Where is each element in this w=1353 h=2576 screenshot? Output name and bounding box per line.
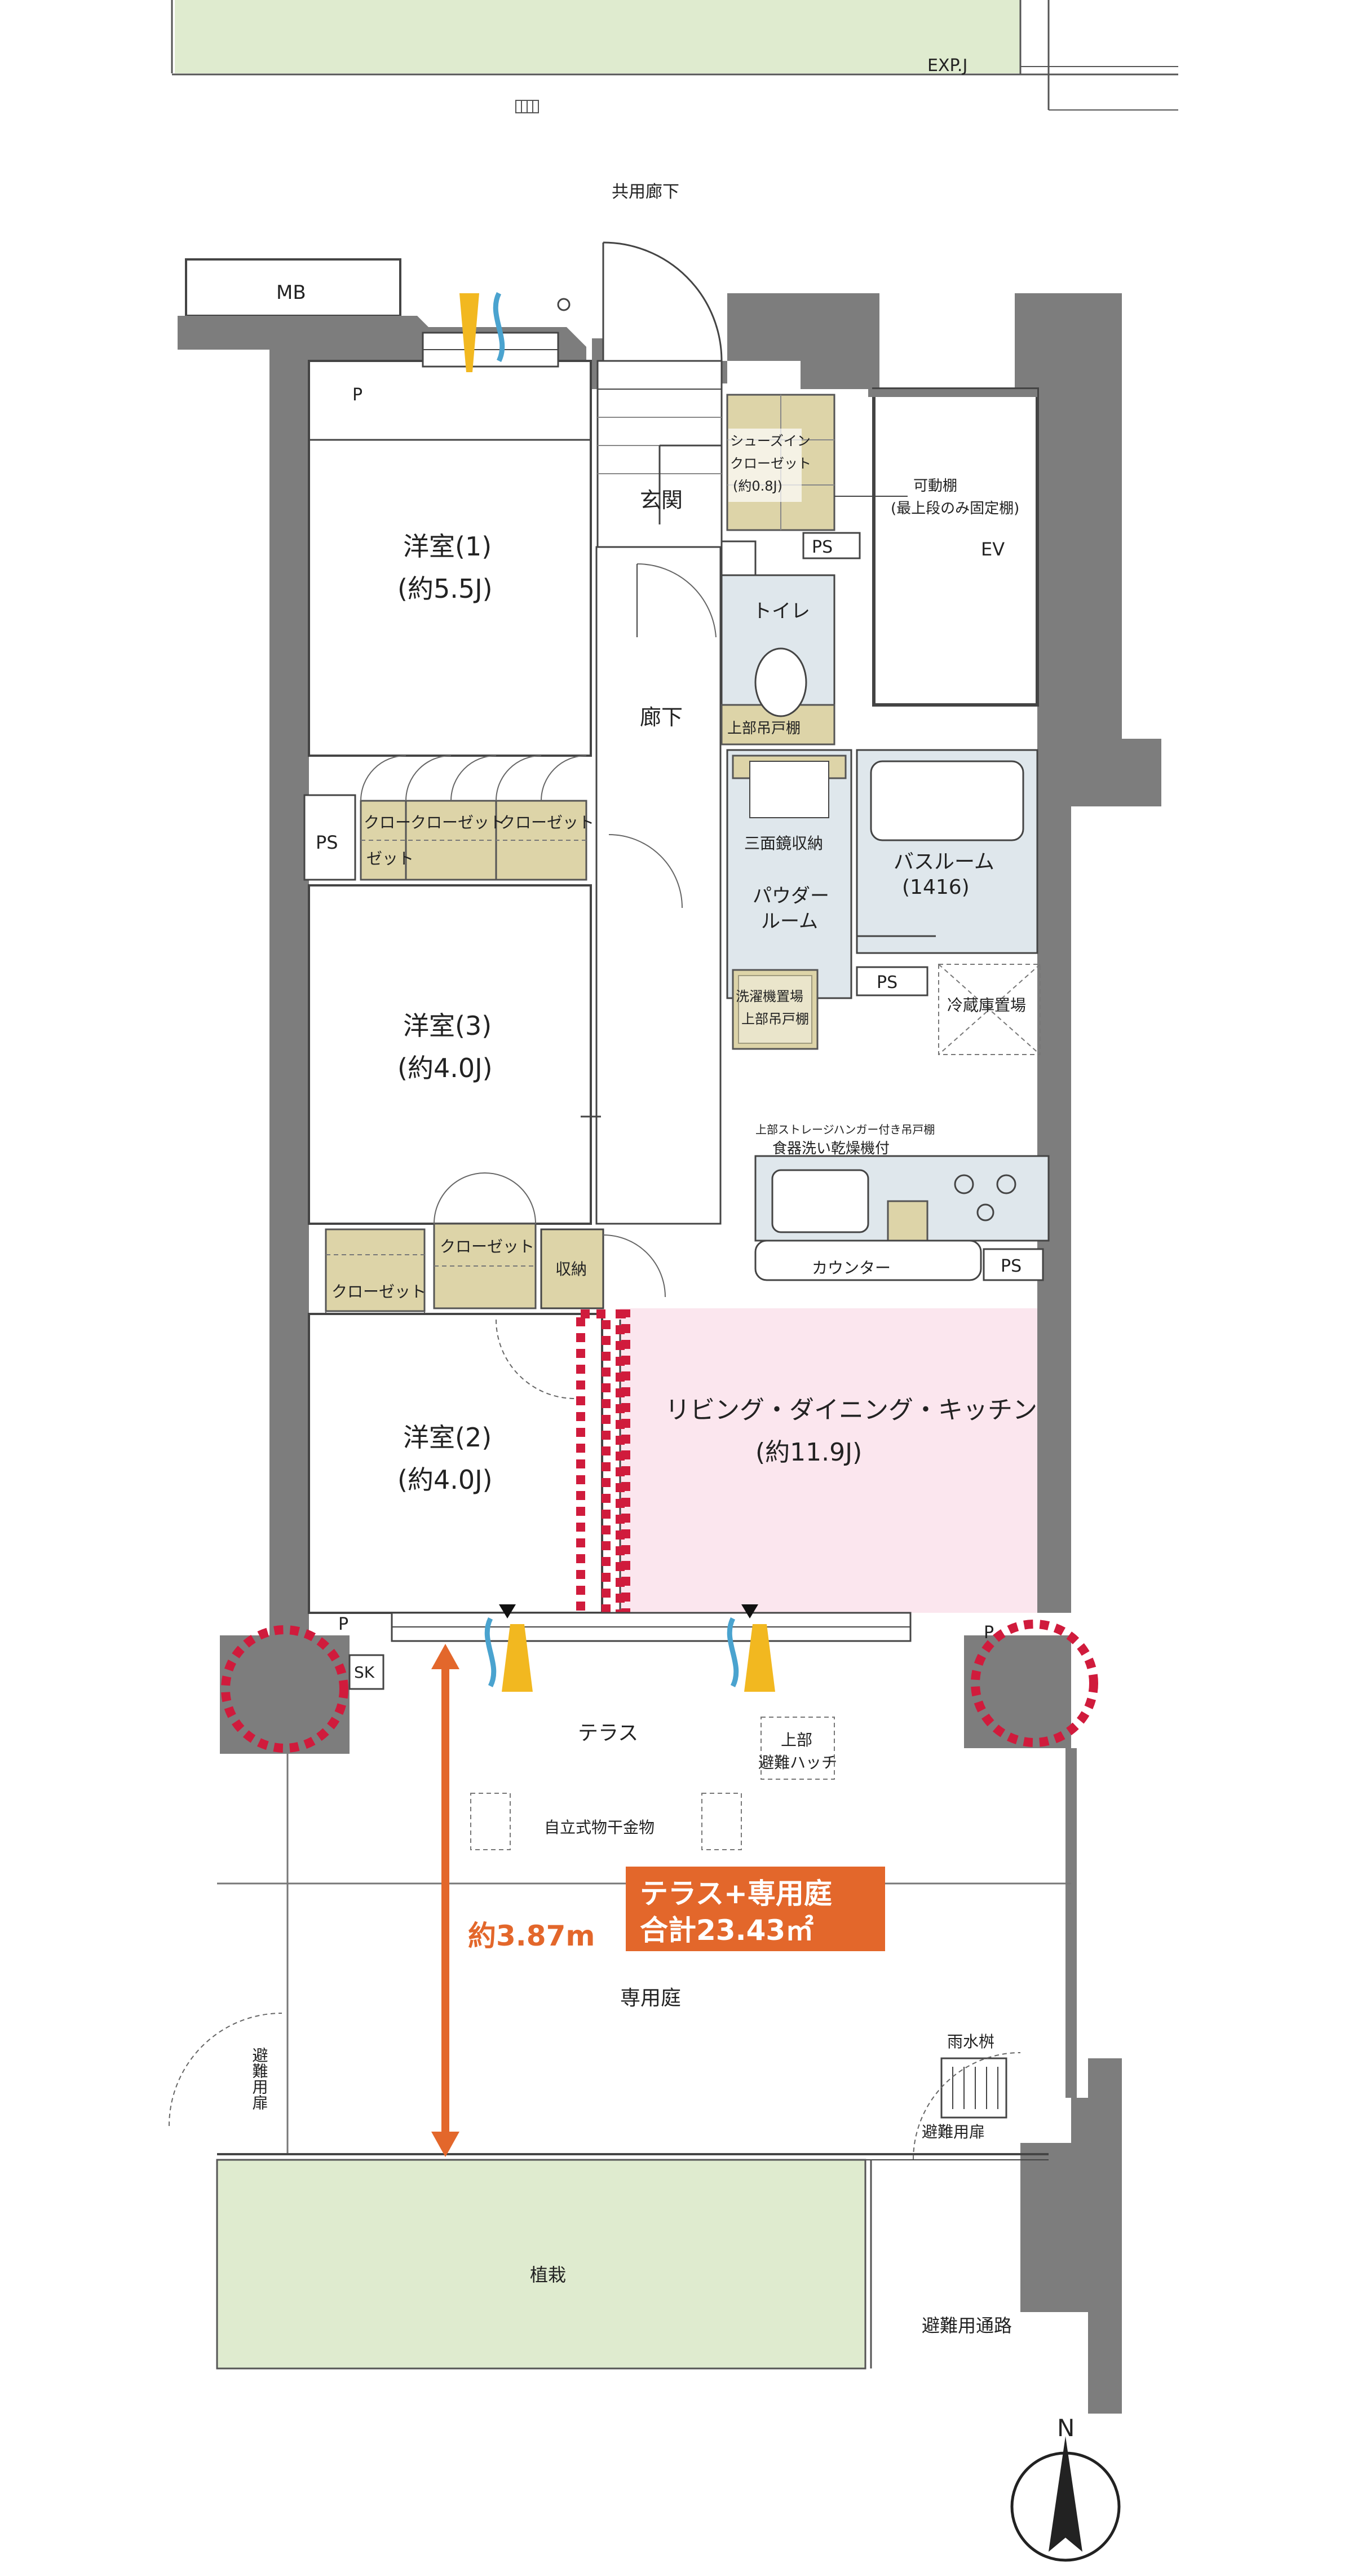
room1-name: 洋室(1) <box>403 531 492 562</box>
upper-storage-hanger-label: 上部ストレージハンガー付き吊戸棚 <box>755 1123 935 1136</box>
shoes-in-closet: シューズイン クローゼット (約0.8J) 可動棚 (最上段のみ固定棚) PS … <box>726 394 1019 560</box>
closet-row-1: PS クロー ゼット クローゼット クローゼット <box>303 755 594 881</box>
ps-label-entrance: PS <box>812 537 833 557</box>
room1-size: (約5.5J) <box>397 574 493 604</box>
top-building-edge: EXP.J 共用廊下 <box>171 0 1178 202</box>
room2-name: 洋室(2) <box>403 1422 492 1453</box>
powder-room-l2: ルーム <box>761 910 818 933</box>
planting-label: 植栽 <box>530 2264 566 2286</box>
terrace-window <box>391 1604 912 1692</box>
entrance-label: 玄関 <box>640 488 683 513</box>
toilet-label: トイレ <box>753 600 810 623</box>
kitchen: 上部ストレージハンガー付き吊戸棚 食器洗い乾燥機付 カウンター PS <box>754 1123 1050 1281</box>
powder-room-l1: パウダー <box>753 885 829 907</box>
closet-short-a: クロー <box>364 813 411 832</box>
movable-shelf-l1: 可動棚 <box>913 478 957 495</box>
p-label-room2: P <box>338 1615 348 1634</box>
planting-area: 植栽 避難用通路 <box>216 2159 1012 2370</box>
powder-room: 三面鏡収納 パウダー ルーム 洗濯機置場 上部吊戸棚 <box>726 749 852 1050</box>
movable-shelf-l2: (最上段のみ固定棚) <box>891 500 1019 517</box>
corridor-label: 廊下 <box>640 705 683 730</box>
room3-size: (約4.0J) <box>397 1053 493 1083</box>
evac-door-label: 避難用扉 <box>922 2123 985 2141</box>
mb-label: MB <box>276 281 306 304</box>
shared-corridor-label: 共用廊下 <box>612 182 679 202</box>
counter-label: カウンター <box>812 1259 891 1277</box>
hatch-label-1: 上部 <box>781 1731 812 1749</box>
sk-label: SK <box>354 1663 375 1682</box>
p-label-ldk: P <box>984 1623 994 1643</box>
p-label-1: P <box>352 385 362 405</box>
toilet-room: トイレ 上部吊戸棚 <box>720 540 835 746</box>
dimension-label: 約3.87m <box>468 1920 595 1952</box>
western-room-2: 洋室(2) (約4.0J) P <box>308 1313 603 1634</box>
western-room-3: 洋室(3) (約4.0J) <box>308 884 592 1225</box>
closet-a: クローゼット <box>410 813 505 832</box>
airflow-icon-top <box>459 292 571 372</box>
ldk: リビング・ダイニング・キッチン (約11.9J) P <box>619 1308 1037 1643</box>
washer-label: 洗濯機置場 <box>736 989 803 1004</box>
evac-door-vertical: 避難用扉 <box>250 2047 269 2110</box>
north-arrow: N <box>1010 2414 1121 2562</box>
ldk-name: リビング・ダイニング・キッチン <box>665 1396 1037 1424</box>
hatch-label-2: 避難ハッチ <box>758 1753 837 1772</box>
room3-name: 洋室(3) <box>403 1011 492 1041</box>
washer-upper-cabinet: 上部吊戸棚 <box>741 1011 809 1027</box>
badge-line2: 合計23.43㎡ <box>640 1914 813 1947</box>
toilet-upper-cabinet: 上部吊戸棚 <box>727 720 801 737</box>
ldk-size: (約11.9J) <box>755 1438 862 1467</box>
badge-line1: テラス+専用庭 <box>640 1877 832 1910</box>
private-garden-label: 専用庭 <box>620 1987 681 2010</box>
bathroom-size: (1416) <box>902 876 970 899</box>
exterior-walls <box>178 293 1161 2414</box>
terrace-depth-dimension: 約3.87m <box>431 1644 595 2157</box>
ev-label: EV <box>981 539 1005 560</box>
room2-size: (約4.0J) <box>397 1465 493 1495</box>
mirror-storage-label: 三面鏡収納 <box>744 834 823 853</box>
closet-b: クローゼット <box>499 813 594 832</box>
ps-label-left: PS <box>316 832 338 853</box>
ps-label-bath: PS <box>877 973 897 993</box>
meter-box: MB <box>185 258 401 317</box>
shoes-closet-l1: シューズイン <box>730 433 811 449</box>
window-room1 <box>422 332 559 368</box>
area-badge: テラス+専用庭 合計23.43㎡ <box>626 1867 885 1951</box>
dishwasher-label: 食器洗い乾燥機付 <box>772 1140 890 1157</box>
shoes-closet-l3: (約0.8J) <box>733 478 782 494</box>
entrance-corridor: 玄関 廊下 <box>581 241 723 1225</box>
north-label: N <box>1057 2414 1075 2442</box>
closet-room2-mid: クローゼット <box>440 1237 534 1256</box>
dryer-label: 自立式物干金物 <box>544 1818 655 1837</box>
storage-label: 収納 <box>555 1260 587 1278</box>
closet-short-b: ゼット <box>366 849 414 868</box>
fridge-label: 冷蔵庫置場 <box>947 996 1026 1014</box>
bathroom-label: バスルーム <box>894 850 994 874</box>
western-room-1: P 洋室(1) (約5.5J) <box>308 360 592 757</box>
terrace-label: テラス <box>578 1722 638 1745</box>
evac-path-label: 避難用通路 <box>922 2315 1012 2336</box>
bathroom: バスルーム (1416) <box>856 749 1038 954</box>
ps-label-kitchen: PS <box>1001 1256 1022 1276</box>
ps-fridge: PS 冷蔵庫置場 <box>856 964 1041 1055</box>
exp-joint-label: EXP.J <box>927 56 967 76</box>
closet-room2-left: クローゼット <box>331 1282 426 1301</box>
closet-row-2: クローゼット クローゼット 収納 <box>325 1172 666 1360</box>
rain-pit-label: 雨水桝 <box>947 2032 994 2051</box>
shoes-closet-l2: クローゼット <box>730 456 811 471</box>
